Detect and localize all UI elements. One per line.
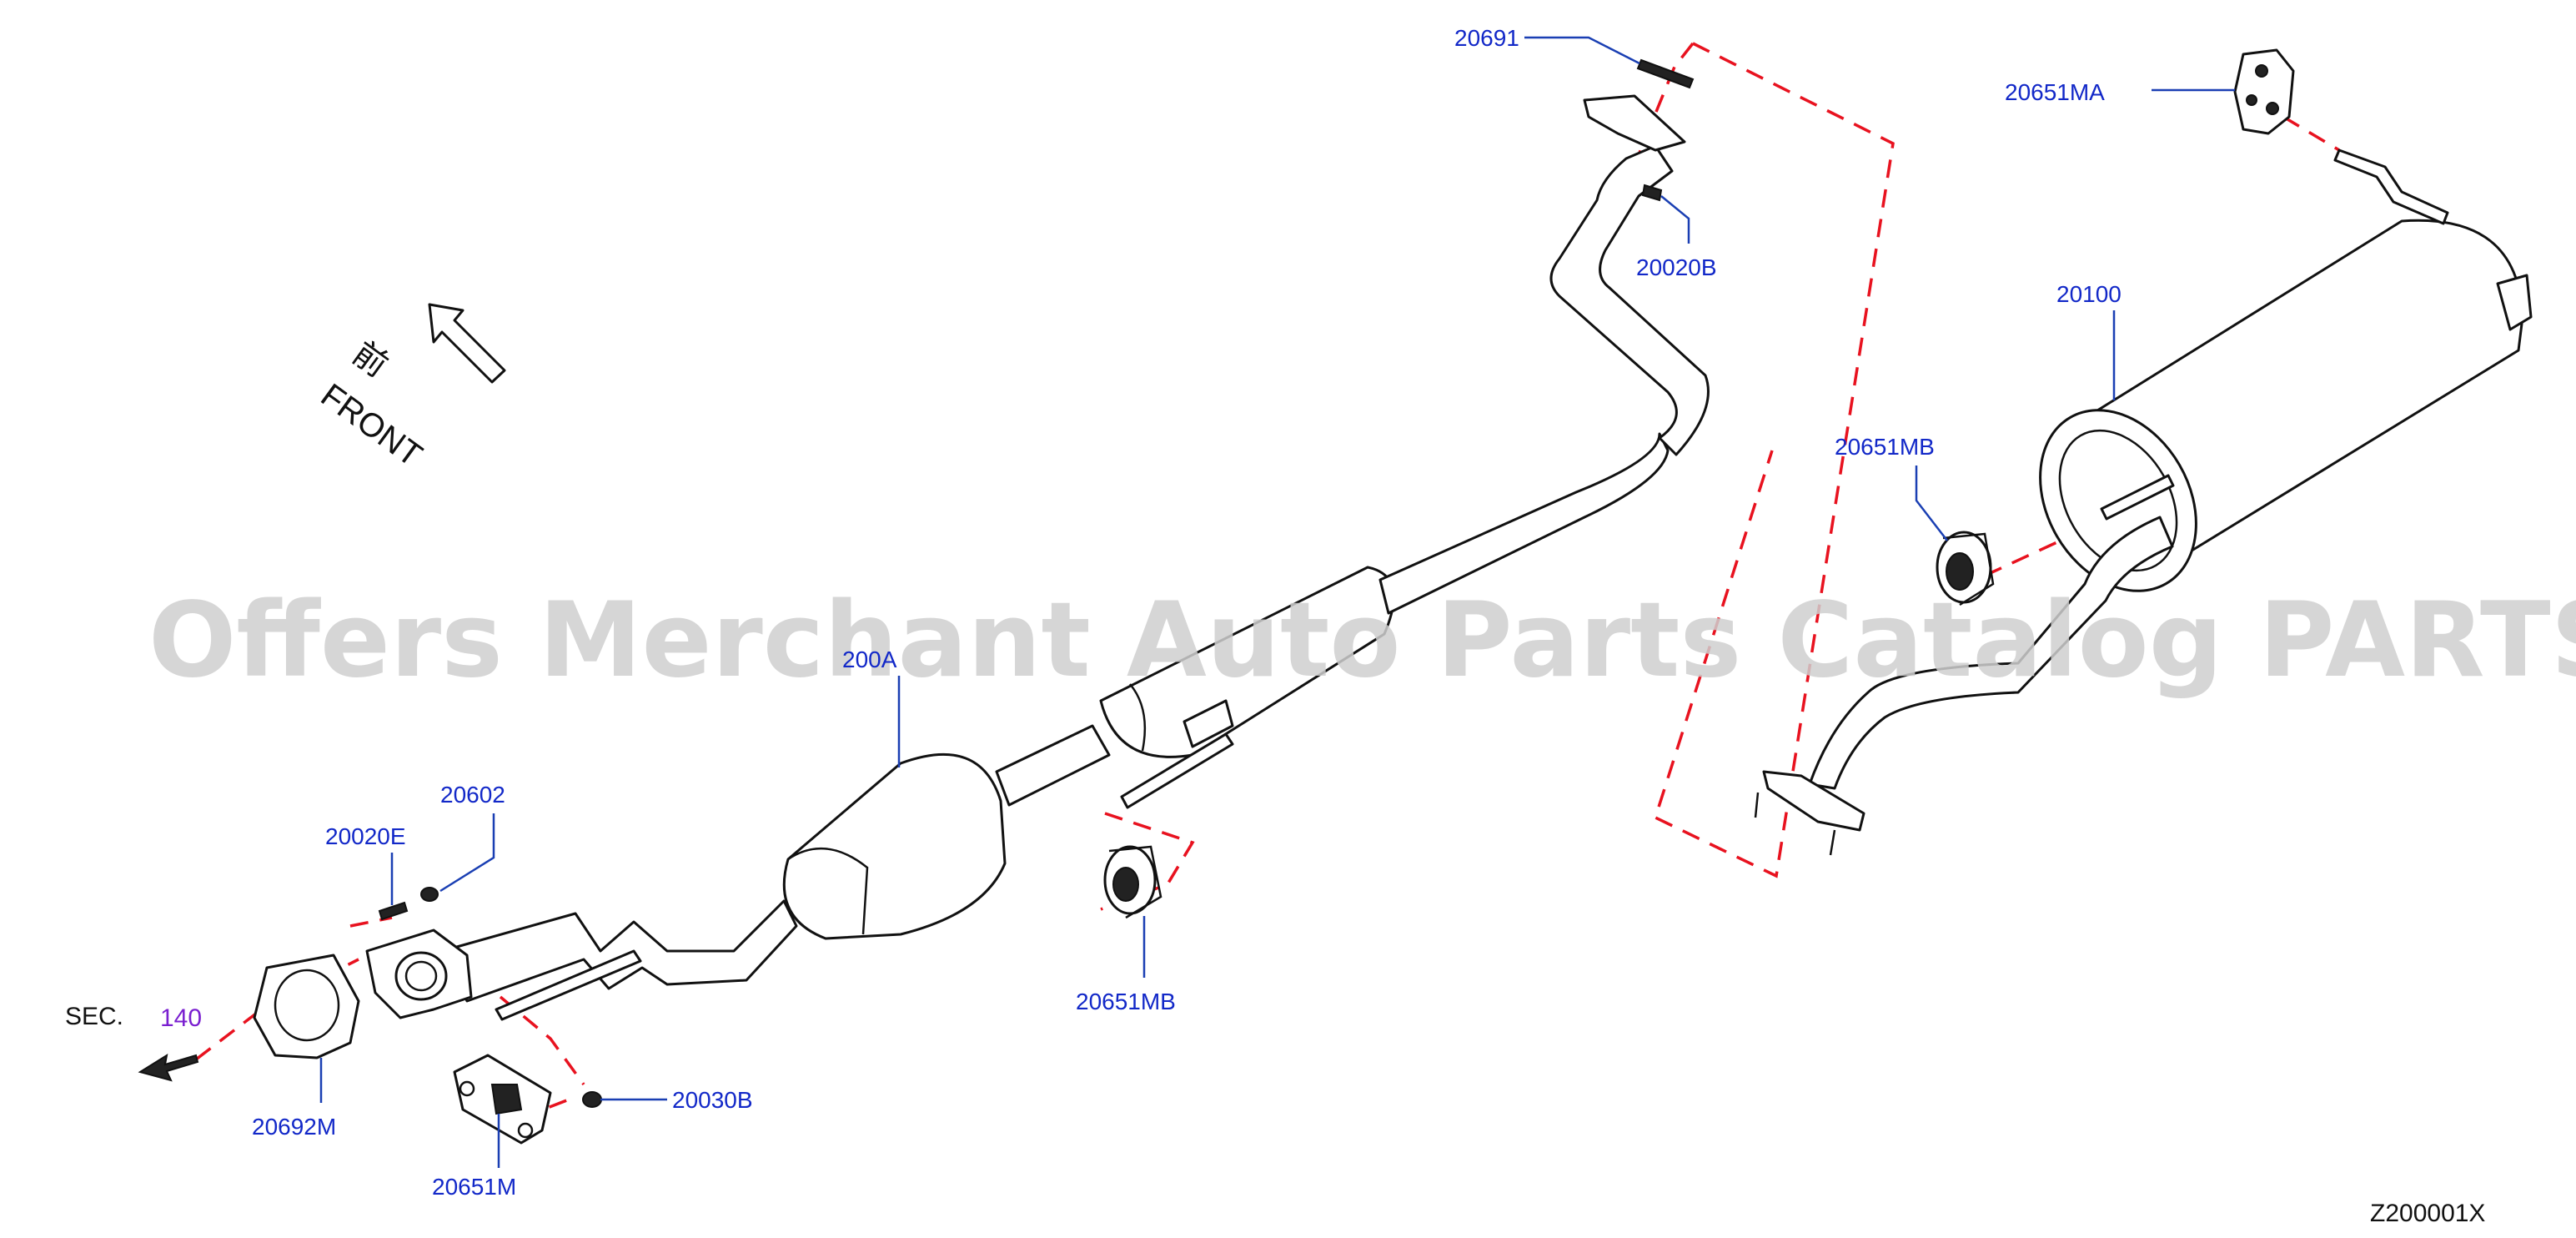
front-pipe-sensor-rod [495,949,642,1021]
center-pipe-hanger-rod [1120,732,1234,809]
resonator-seam [1129,683,1147,752]
stud-20691 [1636,58,1695,89]
callout-20100: 20100 [2056,281,2122,307]
catalytic-converter [782,752,1007,940]
muffler-flange-stud-left [1754,792,1760,818]
front-kanji: 前 [346,335,394,385]
stud-20020E [378,901,409,921]
mid-pipe-segment [995,724,1111,807]
hanger-20651MA [2233,48,2295,135]
callout-20020E: 20020E [325,823,406,849]
hanger-20651MB-mid [1103,845,1162,919]
bracket-hanger-20651M [453,1054,552,1145]
gasket-20692M [253,954,360,1059]
callout-200A: 200A [842,647,897,672]
rear-muffler-assembly [1754,148,2533,856]
muffler-tail-tip [2496,274,2533,331]
front-pipe-segment [440,899,798,1003]
section-arrow-icon [138,1053,199,1082]
nut-20602 [420,887,439,902]
callout-labels: 20691 20651MA 20020B 20100 20651MB 200A … [65,25,2485,1227]
front-direction-indicator: 前 FRONT [314,303,506,475]
callout-20030B: 20030B [672,1087,753,1113]
muffler-inlet-hanger-rod [2100,474,2175,521]
leader-lines [319,36,2235,1168]
leader-20602 [439,813,495,893]
front-flange-port-inner [404,960,438,992]
callout-20651M: 20651M [432,1174,516,1200]
guide-hanger-ma [2282,115,2340,152]
guide-bracket [499,995,585,1086]
callout-20020B: 20020B [1636,254,1717,280]
callout-20651MB-rear: 20651MB [1835,434,1935,460]
hanger-20651MB-rear [1936,531,1995,606]
callout-20692M: 20692M [252,1114,336,1140]
center-exhaust-pipe [365,94,1710,1021]
muffler-flange-stud-right [1829,829,1836,856]
callout-20602: 20602 [440,782,505,808]
center-pipe-heat-shield-tab [1183,699,1234,748]
muffler-inlet-flange [1762,770,1865,832]
callout-20691: 20691 [1454,25,1519,51]
guide-hanger-mb-mid [1100,812,1195,911]
center-pipe-rear-flange [1583,94,1686,152]
section-number: 140 [160,1004,202,1032]
nut-20020B [1641,184,1663,202]
callout-20651MB-mid: 20651MB [1076,989,1176,1014]
muffler-hanger-rod [2333,148,2449,225]
muffler-end-cap-rim [2058,429,2178,572]
diagram-code: Z200001X [2370,1200,2485,1227]
nut-20030B [582,1091,602,1108]
gasket-20692M-port [274,969,340,1042]
rear-pipe-segment [1378,432,1670,615]
front-flange-port [394,951,448,1001]
over-axle-bend [1549,144,1710,456]
watermark: Offers Merchant Auto Parts Catalog PARTS… [148,581,2576,701]
callout-20651MA: 20651MA [2005,79,2105,105]
catalytic-converter-seam [787,847,869,935]
section-prefix: SEC. [65,1003,123,1030]
leader-20691 [1524,36,1640,65]
leader-20020B [1660,195,1690,244]
hanger-20651MA-body [2233,48,2295,135]
front-arrow-icon [428,303,506,384]
leader-20651MB-rear [1915,466,1948,541]
gasket-20692M-body [253,954,360,1059]
front-text: FRONT [314,377,429,475]
